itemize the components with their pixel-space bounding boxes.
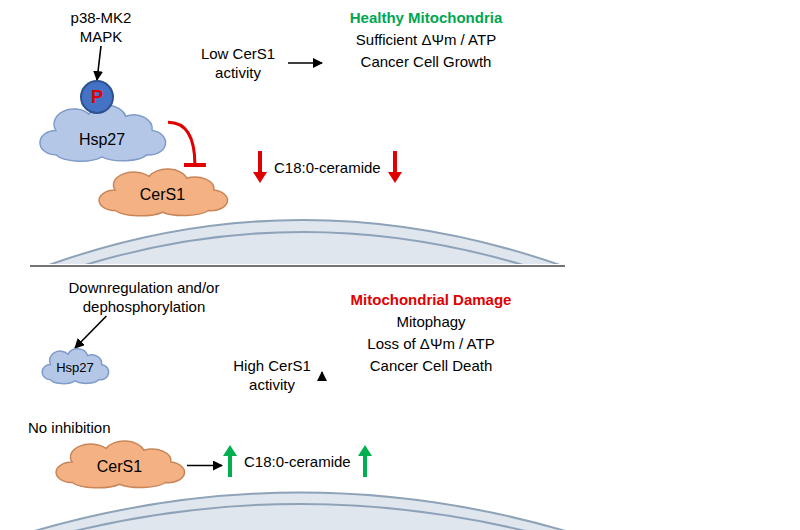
- node-text: C18:0-ceramide: [244, 452, 351, 471]
- node-text: C18:0-ceramide: [274, 158, 381, 177]
- arrow-connector: [288, 62, 322, 64]
- node-text: Hsp27: [46, 360, 104, 376]
- inner-membrane: [30, 232, 580, 264]
- kinase-label: p38-MK2 MAPK: [57, 8, 145, 46]
- cers1-cloud: CerS1: [52, 440, 187, 491]
- node-subtext: Sufficient ΔΨm / ATP: [322, 30, 530, 49]
- panel-divider: [30, 265, 565, 267]
- decrease-arrow: [252, 150, 268, 184]
- activity-label: Low CerS1 activity: [188, 44, 288, 82]
- ceramide-row: C18:0-ceramide: [252, 150, 450, 184]
- ceramide-change: C18:0-ceramide: [252, 150, 450, 184]
- arrow-shape: [253, 151, 267, 183]
- ceramide-row: C18:0-ceramide: [222, 444, 420, 478]
- node-text: High CerS1 activity: [222, 356, 322, 394]
- increase-arrow: [222, 444, 238, 478]
- cloud-path: [99, 169, 227, 216]
- mitochondrion-membrane-bottom: [0, 493, 610, 530]
- mitochondrion-membrane-top: [10, 220, 600, 264]
- node-text: Hsp27: [46, 130, 158, 149]
- node-subtext: Mitophagy: [322, 312, 540, 331]
- node-text: Low CerS1 activity: [188, 44, 288, 82]
- node-text: Mitochondrial Damage: [322, 290, 540, 309]
- phospho-circle: P: [80, 80, 114, 114]
- outer-membrane: [0, 493, 610, 530]
- activity-label: High CerS1 activity: [222, 356, 322, 394]
- hsp27-cloud-small: Hsp27: [40, 348, 110, 386]
- arrow-shape: [388, 151, 402, 183]
- ceramide-change: C18:0-ceramide: [222, 444, 420, 478]
- outer-membrane: [10, 220, 600, 264]
- node-text: CerS1: [105, 185, 220, 204]
- arrow-shape: [358, 445, 372, 477]
- cloud-path: [56, 441, 184, 488]
- cloud-path: [40, 105, 166, 161]
- node-text: Healthy Mitochondria: [322, 8, 530, 27]
- node-text: Downregulation and/or dephosphorylation: [50, 278, 238, 316]
- arrow-connector: [97, 46, 101, 80]
- node-subtext: Loss of ΔΨm / ATP: [322, 334, 540, 353]
- node-subtext: Cancer Cell Growth: [322, 52, 530, 71]
- node-subtext: Cancer Cell Death: [322, 356, 540, 375]
- trigger-label: Downregulation and/or dephosphorylation: [50, 278, 238, 316]
- increase-arrow: [357, 444, 373, 478]
- arrow-connector: [75, 316, 106, 348]
- outcome-text: Healthy MitochondriaSufficient ΔΨm / ATP…: [322, 8, 530, 74]
- arrow-connector: [321, 372, 323, 375]
- inner-membrane: [12, 504, 588, 530]
- cers1-cloud: CerS1: [95, 168, 230, 219]
- annotation-label: No inhibition: [28, 418, 111, 437]
- node-text: CerS1: [62, 457, 177, 476]
- inhibition-line: [168, 122, 195, 165]
- outcome-text: Mitochondrial DamageMitophagyLoss of ΔΨm…: [322, 290, 540, 378]
- phospho-mark: P: [91, 88, 103, 107]
- decrease-arrow: [387, 150, 403, 184]
- arrow-shape: [223, 445, 237, 477]
- node-text: p38-MK2 MAPK: [57, 8, 145, 46]
- arrow-connector: [187, 465, 222, 467]
- cloud-path: [42, 349, 109, 384]
